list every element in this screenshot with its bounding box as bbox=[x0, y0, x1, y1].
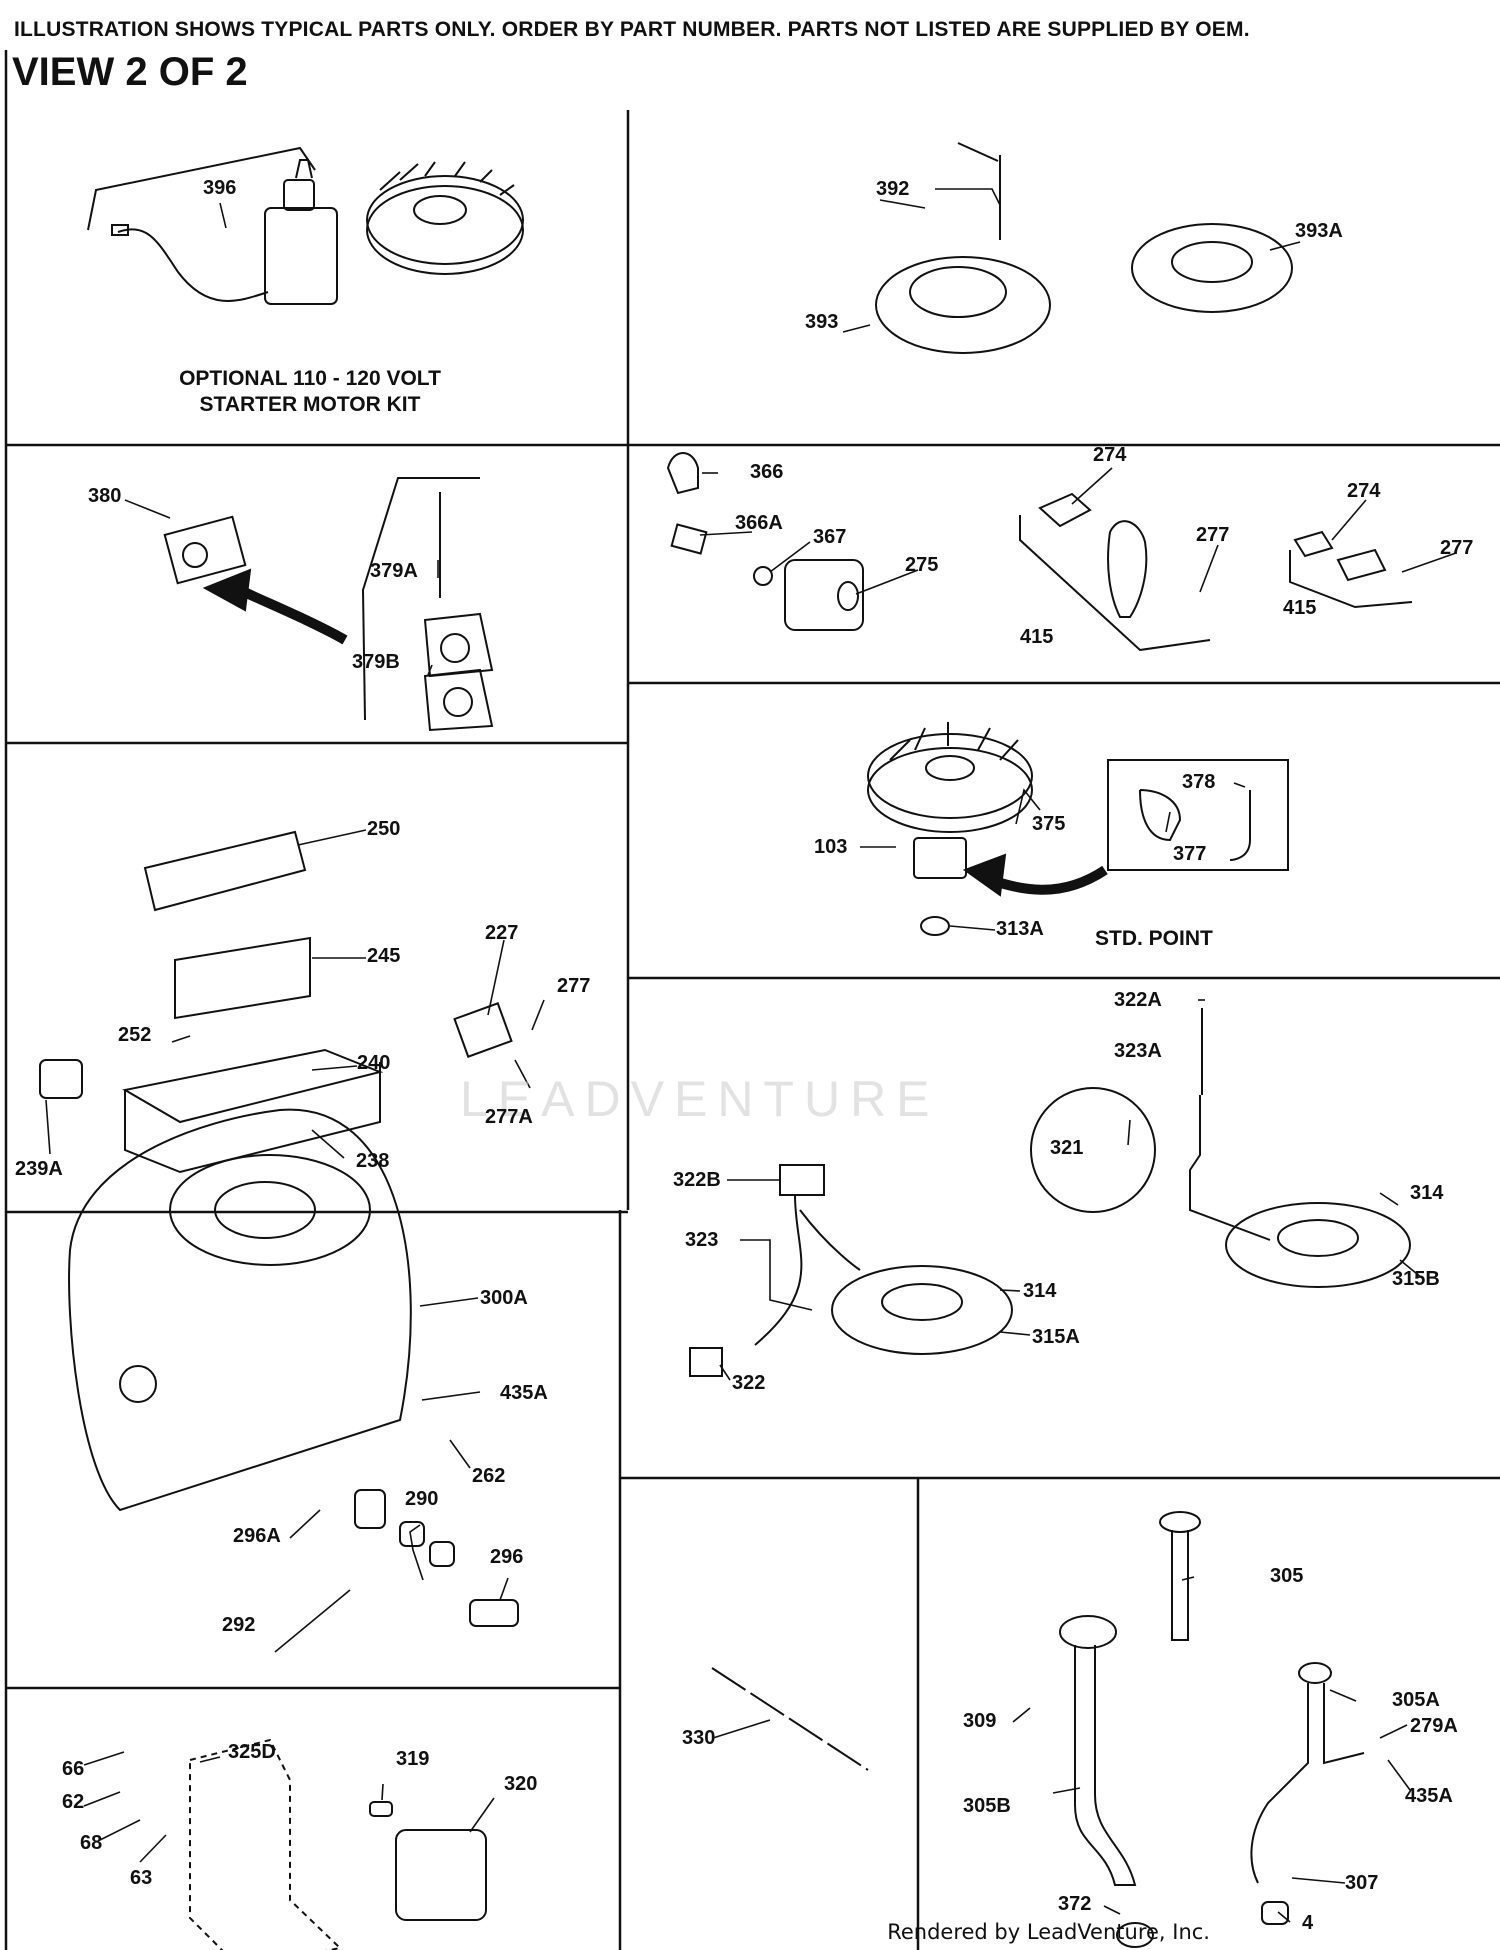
part-label: 379A bbox=[370, 560, 418, 582]
starter-kit-caption-line1: OPTIONAL 110 - 120 VOLT bbox=[179, 367, 441, 390]
carburetor-arrow bbox=[233, 583, 348, 645]
part-label: 366A bbox=[735, 512, 783, 534]
part-label: 292 bbox=[222, 1614, 256, 1636]
part-label: 322 bbox=[732, 1372, 766, 1394]
part-label: 323 bbox=[685, 1229, 719, 1251]
part-label: 415 bbox=[1283, 597, 1317, 619]
part-label: 66 bbox=[62, 1758, 85, 1780]
part-label: 68 bbox=[80, 1832, 103, 1854]
part-label: 103 bbox=[814, 836, 848, 858]
carburetor-kit-drawing bbox=[163, 477, 494, 732]
part-label: 296 bbox=[490, 1546, 524, 1568]
part-label: 240 bbox=[357, 1052, 391, 1074]
part-label: 227 bbox=[485, 922, 519, 944]
part-label: 279A bbox=[1410, 1715, 1458, 1737]
part-label: 375 bbox=[1032, 813, 1066, 835]
part-label: 372 bbox=[1058, 1893, 1092, 1915]
part-label: 320 bbox=[504, 1773, 538, 1795]
part-label: 290 bbox=[405, 1488, 439, 1510]
part-label: 274 bbox=[1093, 444, 1127, 466]
part-label: 379B bbox=[352, 651, 400, 673]
part-label: 309 bbox=[963, 1710, 997, 1732]
part-label: 380 bbox=[88, 485, 122, 507]
starter-kit-caption-line2: STARTER MOTOR KIT bbox=[199, 393, 421, 416]
part-label: 314 bbox=[1410, 1182, 1444, 1204]
part-label: 322A bbox=[1114, 989, 1162, 1011]
rewind-starter-drawing bbox=[875, 142, 1293, 354]
part-label: 277A bbox=[485, 1106, 533, 1128]
alternator-drawing bbox=[689, 1008, 1411, 1377]
footer-credit: Rendered by LeadVenture, Inc. bbox=[887, 1920, 1210, 1944]
part-label: 277 bbox=[1196, 524, 1230, 546]
part-label: 238 bbox=[356, 1150, 390, 1172]
part-label: 435A bbox=[500, 1382, 548, 1404]
part-label: 277 bbox=[1440, 537, 1474, 559]
part-label: 321 bbox=[1050, 1137, 1084, 1159]
part-label: 322B bbox=[673, 1169, 721, 1191]
part-label: 252 bbox=[118, 1024, 152, 1046]
view-title: VIEW 2 OF 2 bbox=[12, 50, 248, 94]
part-label: 313A bbox=[996, 918, 1044, 940]
ignition-assembly-drawing bbox=[867, 722, 1289, 936]
bracket-and-cover-drawing bbox=[189, 1738, 343, 1950]
module-cover-drawing bbox=[369, 1801, 487, 1921]
part-label: 314 bbox=[1023, 1280, 1057, 1302]
part-label: 277 bbox=[557, 975, 591, 997]
part-label: 262 bbox=[472, 1465, 506, 1487]
air-filter-drawing bbox=[39, 830, 513, 1174]
part-label: 4 bbox=[1302, 1912, 1314, 1934]
starter-kit-caption: OPTIONAL 110 - 120 VOLT STARTER MOTOR KI… bbox=[150, 366, 470, 418]
part-label: 396 bbox=[203, 177, 237, 199]
part-label: 300A bbox=[480, 1287, 528, 1309]
header-note: ILLUSTRATION SHOWS TYPICAL PARTS ONLY. O… bbox=[14, 18, 1250, 41]
part-label: 315A bbox=[1032, 1326, 1080, 1348]
part-label: 435A bbox=[1405, 1785, 1453, 1807]
part-label: 378 bbox=[1182, 771, 1216, 793]
part-label: 325D bbox=[228, 1741, 276, 1763]
part-label: 274 bbox=[1347, 480, 1381, 502]
air-intake-parts-drawing bbox=[666, 452, 1413, 652]
carburetor-arrowhead bbox=[202, 568, 252, 612]
blower-housing-drawing bbox=[68, 1108, 519, 1627]
part-label: 250 bbox=[367, 818, 401, 840]
part-label: 296A bbox=[233, 1525, 281, 1547]
part-label: 415 bbox=[1020, 626, 1054, 648]
part-label: 239A bbox=[15, 1158, 63, 1180]
watermark: LEADVENTURE bbox=[460, 1071, 940, 1127]
starter-motor-kit-drawing bbox=[87, 146, 338, 305]
part-label: 275 bbox=[905, 554, 939, 576]
part-label: 63 bbox=[130, 1867, 153, 1889]
part-label: 330 bbox=[682, 1727, 716, 1749]
part-label: 245 bbox=[367, 945, 401, 967]
part-label: 307 bbox=[1345, 1872, 1379, 1894]
throttle-rod-drawing bbox=[711, 1667, 869, 1771]
oil-fill-drawing bbox=[1059, 1511, 1365, 1948]
part-label: 366 bbox=[750, 461, 784, 483]
ignition-arrowhead bbox=[962, 853, 1007, 897]
part-label: 392 bbox=[876, 178, 910, 200]
part-label: 315B bbox=[1392, 1268, 1440, 1290]
part-label: 323A bbox=[1114, 1040, 1162, 1062]
part-label: 377 bbox=[1173, 843, 1207, 865]
starter-flywheel-drawing bbox=[366, 161, 524, 275]
part-label: 319 bbox=[396, 1748, 430, 1770]
part-label: 393A bbox=[1295, 220, 1343, 242]
std-point-caption: STD. POINT bbox=[1095, 927, 1213, 950]
part-label: 393 bbox=[805, 311, 839, 333]
part-label: 305 bbox=[1270, 1565, 1304, 1587]
part-label: 305A bbox=[1392, 1689, 1440, 1711]
part-label: 367 bbox=[813, 526, 847, 548]
part-label: 305B bbox=[963, 1795, 1011, 1817]
part-label: 62 bbox=[62, 1791, 85, 1813]
